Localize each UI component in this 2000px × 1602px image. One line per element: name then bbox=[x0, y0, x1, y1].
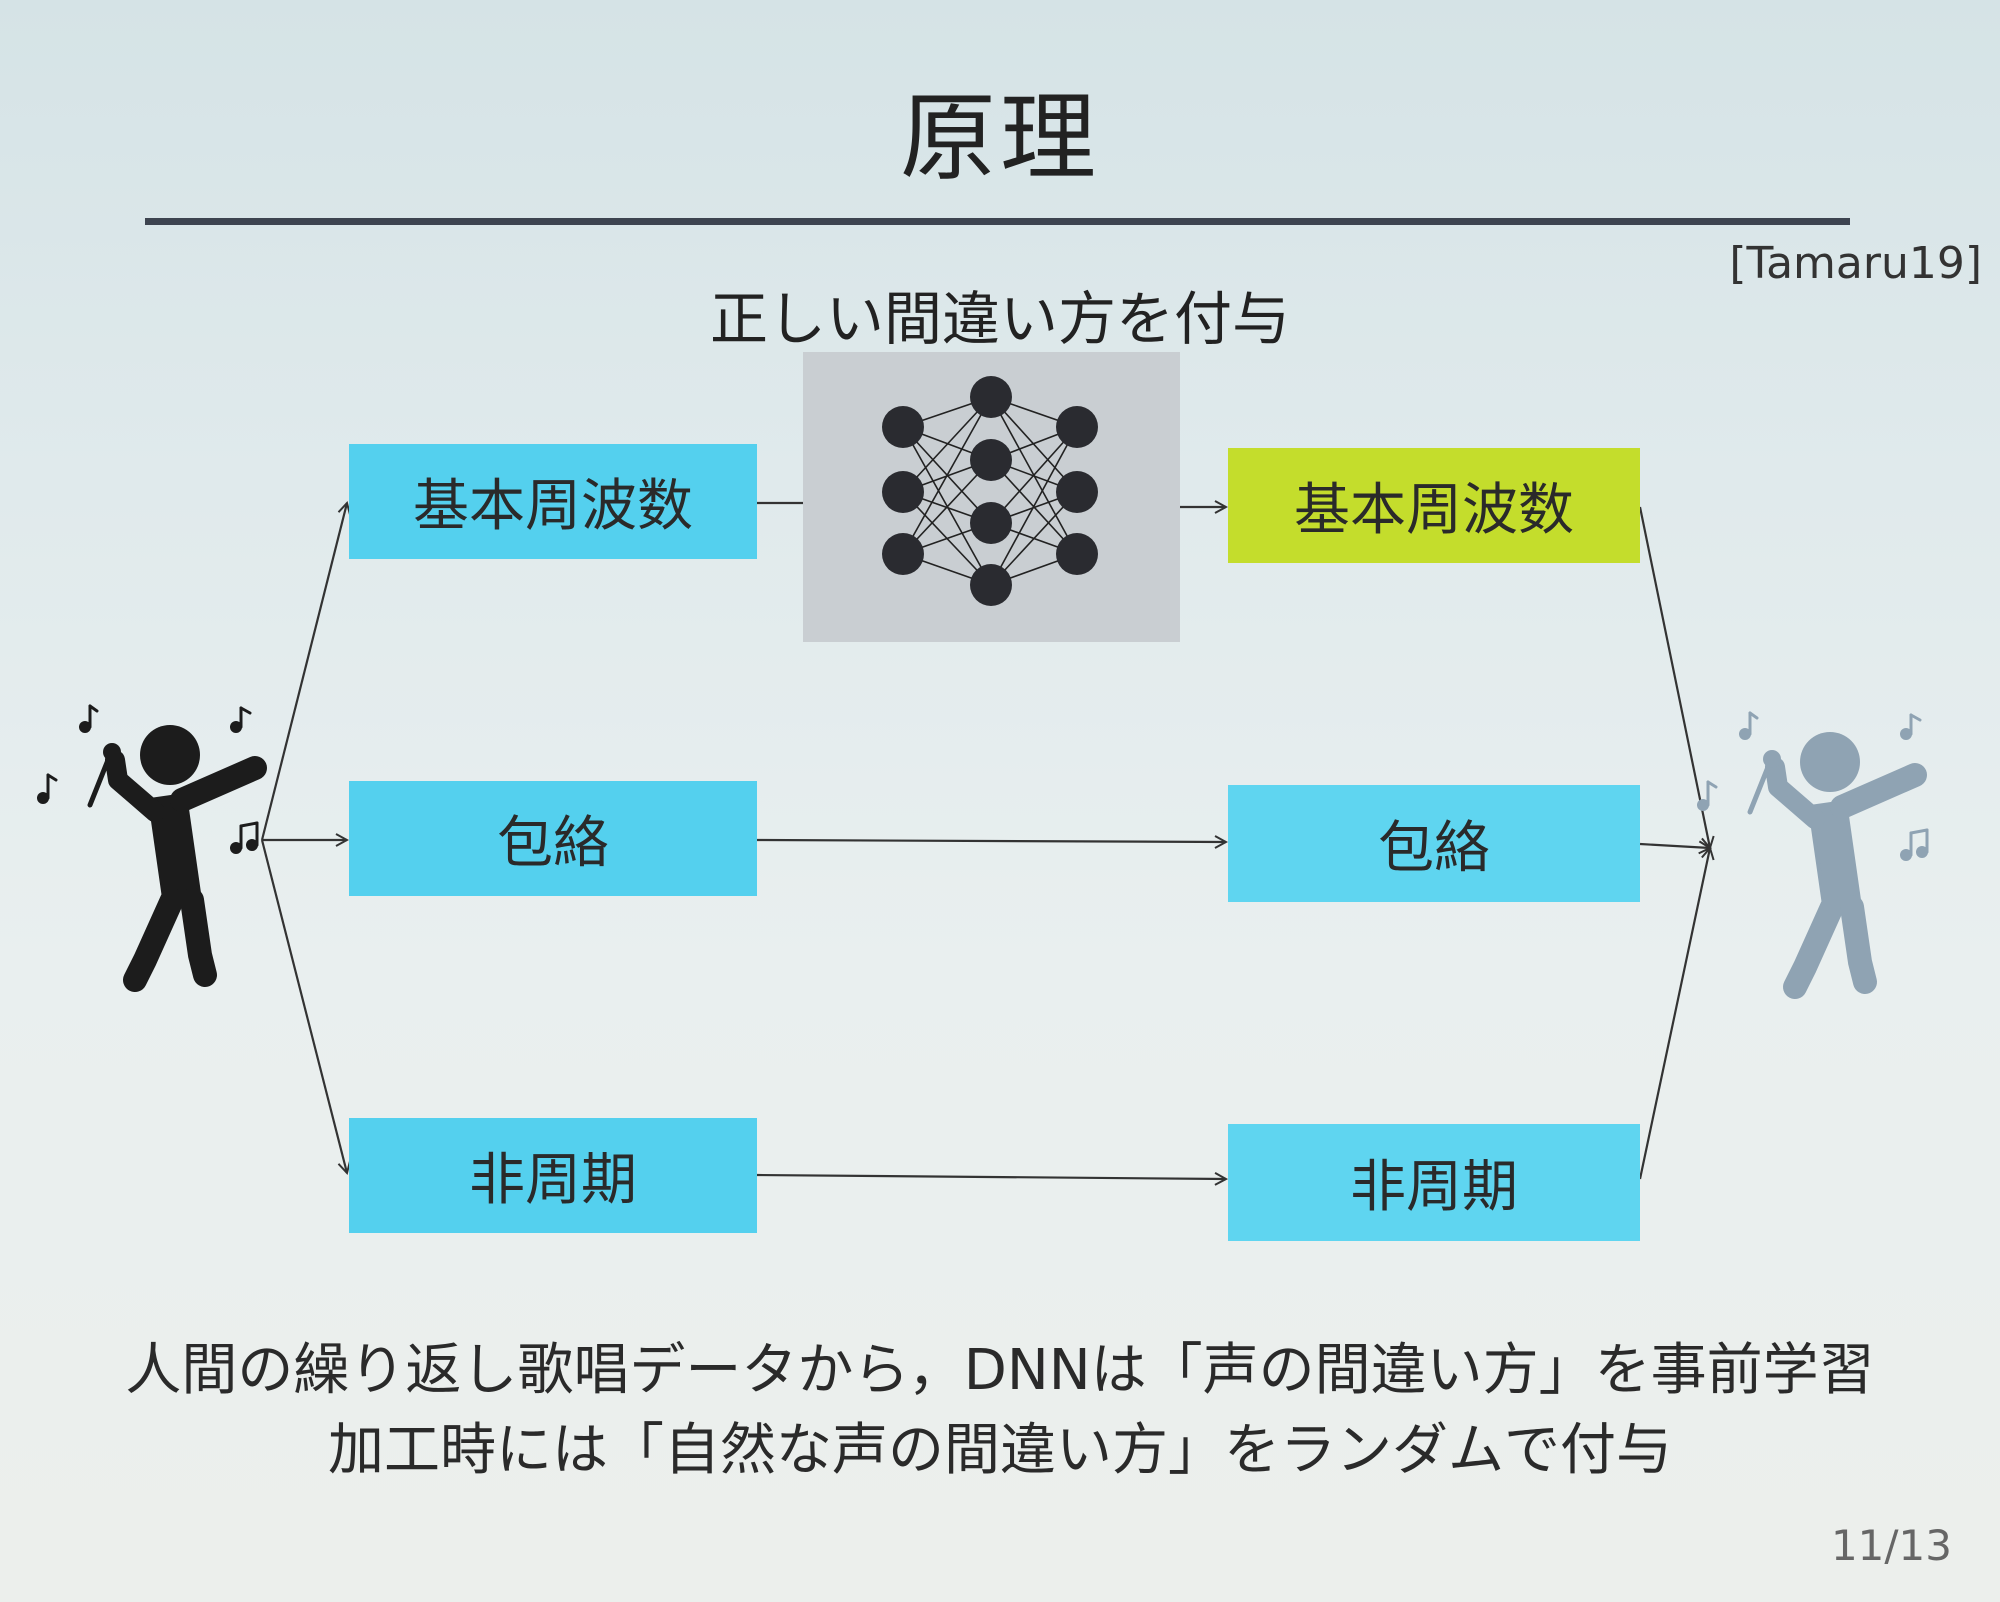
arrow-envelope bbox=[756, 840, 1226, 842]
citation: [Tamaru19] bbox=[1729, 238, 1982, 289]
footer-line-1: 人間の繰り返し歌唱データから，DNNは「声の間違い方」を事前学習 bbox=[125, 1338, 1875, 1403]
input-aperiodic-box: 非周期 bbox=[349, 1118, 757, 1233]
neural-network-panel bbox=[803, 352, 1180, 642]
input-f0-box: 基本周波数 bbox=[349, 444, 757, 559]
neural-network-icon bbox=[882, 376, 1098, 606]
output-aperiodic-box: 非周期 bbox=[1228, 1124, 1640, 1241]
arrow-aperiodic-to-singer bbox=[1638, 848, 1710, 1180]
slide-title: 原理 bbox=[900, 82, 1100, 194]
arrow-f0-to-singer bbox=[1638, 506, 1710, 848]
arrow-singer-to-aperiodic bbox=[260, 839, 347, 1173]
input-envelope-box: 包絡 bbox=[349, 781, 757, 896]
title-divider bbox=[145, 218, 1850, 225]
output-envelope-box: 包絡 bbox=[1228, 785, 1640, 902]
arrow-aperiodic bbox=[756, 1175, 1226, 1179]
arrow-envelope-to-singer bbox=[1639, 844, 1710, 848]
network-caption: 正しい間違い方を付与 bbox=[709, 285, 1290, 353]
footer-line-2: 加工時には「自然な声の間違い方」をランダムで付与 bbox=[328, 1418, 1672, 1483]
page-number: 11/13 bbox=[1830, 1521, 1952, 1570]
output-f0-box: 基本周波数 bbox=[1228, 448, 1640, 563]
arrow-singer-to-f0 bbox=[260, 503, 347, 841]
